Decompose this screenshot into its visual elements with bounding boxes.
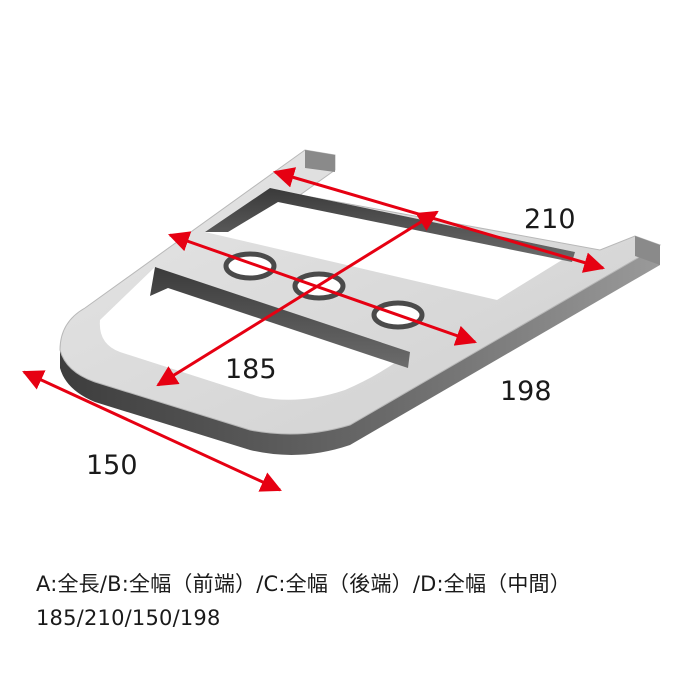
label-rear-width: 150: [86, 450, 138, 481]
frame-side-post: [635, 236, 660, 265]
frame-rear-post: [305, 150, 335, 172]
dimension-arrows: [22, 167, 606, 492]
label-middle-width: 198: [500, 376, 552, 407]
label-front-width: 210: [524, 204, 576, 235]
caption-values: 185/210/150/198: [36, 606, 221, 630]
arrow-rear-width: [22, 370, 282, 492]
arrow-front-width: [272, 167, 606, 273]
arrow-total-length: [156, 210, 439, 387]
label-total-length: 185: [225, 354, 277, 385]
caption-legend: A:全長/B:全幅（前端）/C:全幅（後端）/D:全幅（中間）: [36, 572, 571, 596]
